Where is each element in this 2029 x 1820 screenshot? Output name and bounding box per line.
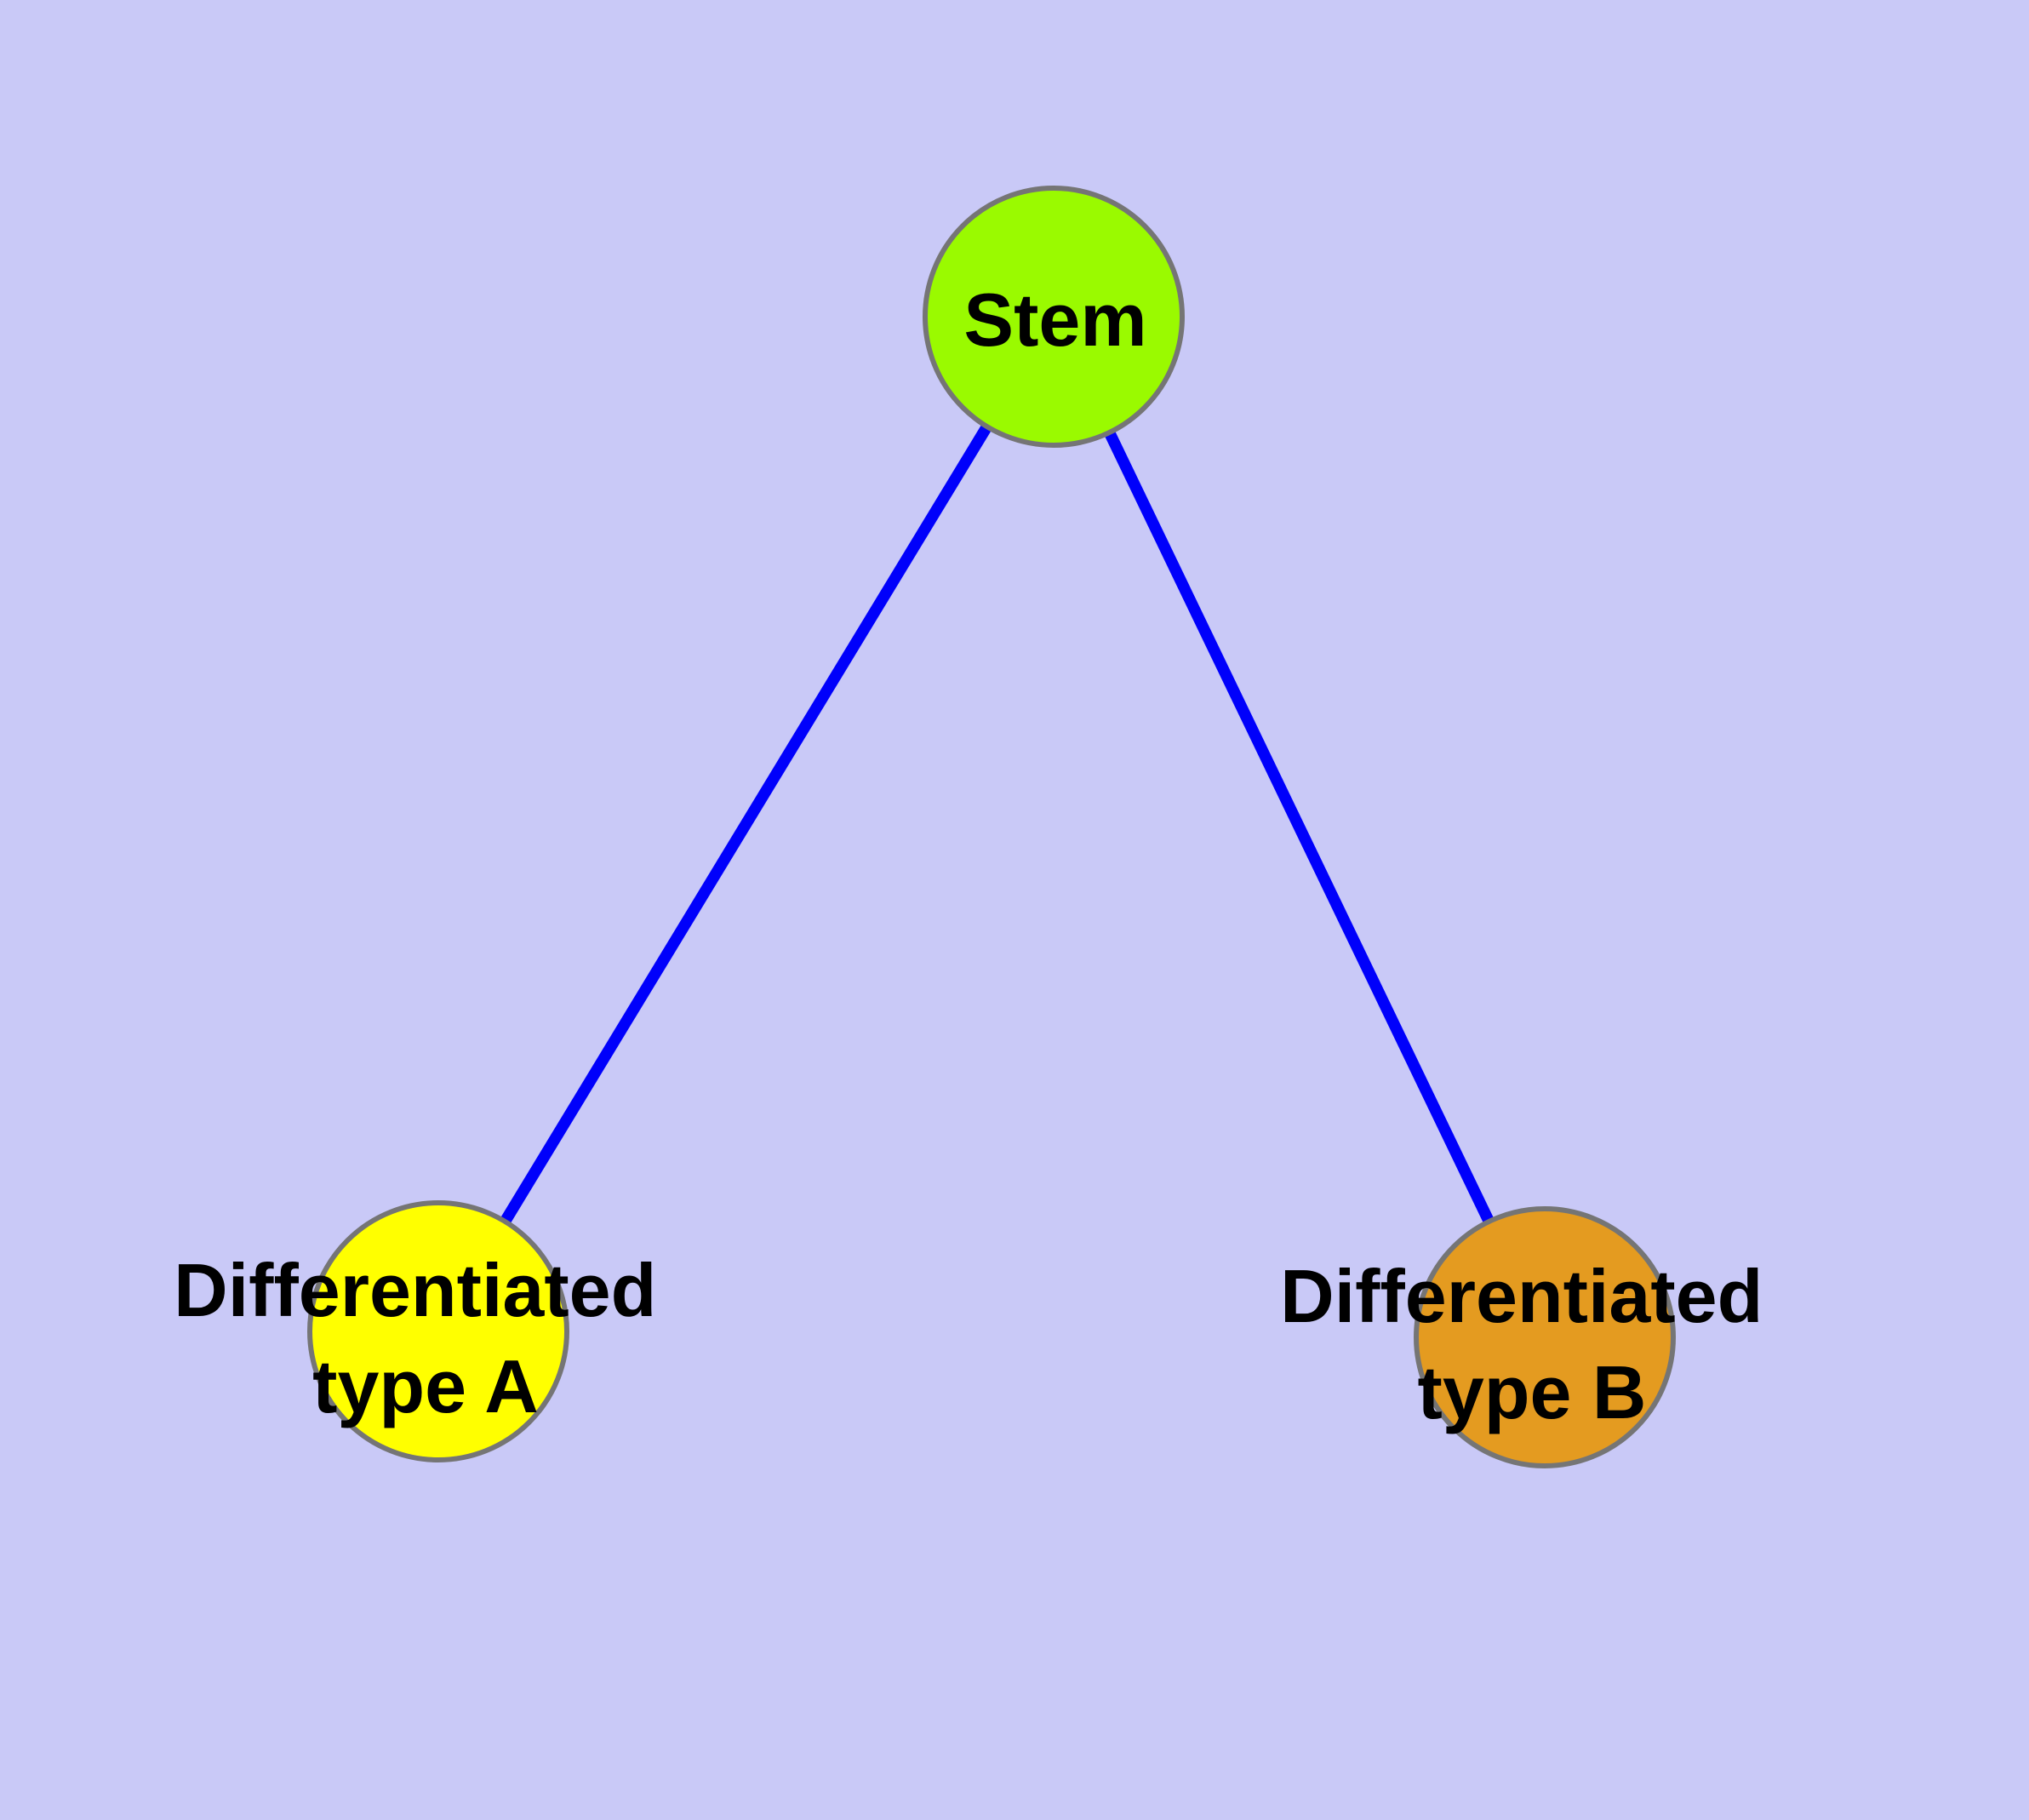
- node-stem: Stem: [923, 186, 1185, 448]
- node-a-label-line1: Differentiated: [174, 1248, 656, 1332]
- node-stem-label: Stem: [963, 278, 1146, 362]
- edge-stem-to-type-b: [1048, 314, 1551, 1340]
- node-differentiated-type-b-label: Differentiated type B: [1280, 1254, 1784, 1434]
- node-differentiated-type-a-label: Differentiated type A: [174, 1248, 677, 1428]
- node-stem-circle: [923, 186, 1185, 448]
- node-differentiated-type-a: Differentiated type A: [174, 1200, 677, 1462]
- node-a-label-line2: type A: [312, 1344, 539, 1428]
- edge-stem-to-type-a: [433, 313, 1059, 1335]
- node-differentiated-type-b-circle: [1414, 1206, 1676, 1468]
- node-b-label-line1: Differentiated: [1280, 1254, 1763, 1338]
- node-differentiated-type-b: Differentiated type B: [1280, 1206, 1784, 1468]
- node-differentiated-type-a-circle: [307, 1200, 569, 1462]
- node-b-label-line2: type B: [1418, 1350, 1647, 1434]
